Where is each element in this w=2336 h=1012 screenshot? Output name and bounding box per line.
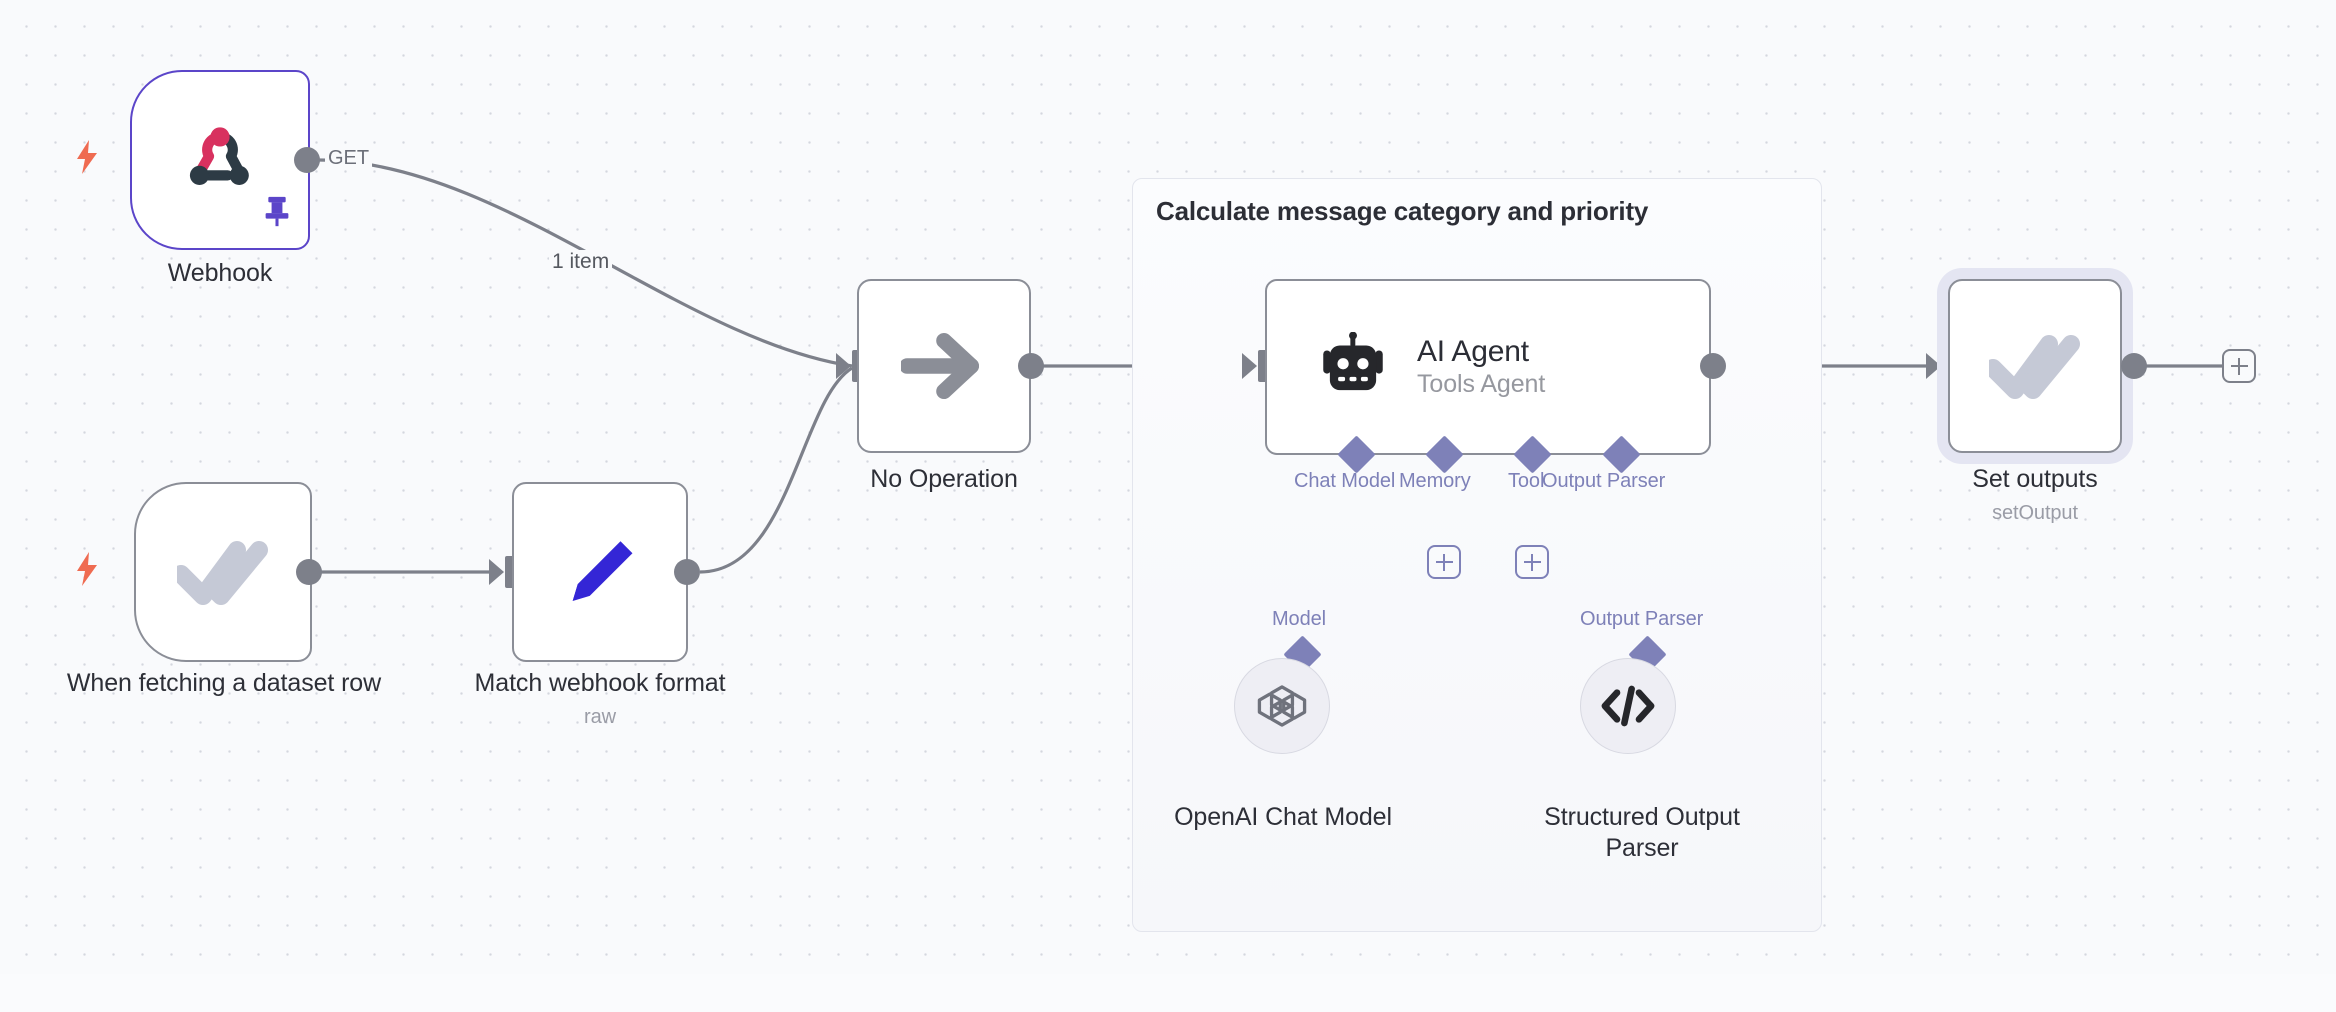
node-sublabel-set-outputs: setOutput xyxy=(1992,502,2078,524)
lightning-icon xyxy=(77,552,97,586)
node-webhook[interactable] xyxy=(130,70,310,250)
node-structured-output-parser[interactable] xyxy=(1580,658,1676,754)
double-check-icon xyxy=(1989,326,2081,406)
node-match-webhook-format[interactable] xyxy=(512,482,688,662)
input-arrow-no-operation xyxy=(836,353,851,379)
output-port-no-operation[interactable] xyxy=(1018,353,1044,379)
node-label-webhook: Webhook xyxy=(167,259,273,287)
pencil-icon xyxy=(559,531,641,613)
plus-vertical-bar xyxy=(1530,553,1534,571)
node-sublabel-ai-agent: Tools Agent xyxy=(1417,370,1546,399)
lightning-icon xyxy=(77,140,97,174)
node-label-ai-agent: AI Agent xyxy=(1417,334,1529,368)
output-port-match-webhook-format[interactable] xyxy=(674,559,700,585)
output-port-dataset-row[interactable] xyxy=(296,559,322,585)
code-brackets-icon xyxy=(1600,684,1656,728)
node-sublabel-match-webhook-format: raw xyxy=(584,706,616,728)
node-no-operation[interactable] xyxy=(857,279,1031,453)
node-label-no-operation: No Operation xyxy=(870,465,1018,493)
node-openai-chat-model[interactable] xyxy=(1234,658,1330,754)
edge-label-item-count: 1 item xyxy=(549,250,613,274)
port-label-output-parser: Output Parser xyxy=(1542,470,1666,492)
trigger-bolt-icon-dataset xyxy=(75,552,99,586)
node-label-structured-output-parser: Structured Output Parser xyxy=(1544,803,1740,862)
input-arrow-ai-agent xyxy=(1242,353,1257,379)
sub-port-label-model: Model xyxy=(1272,608,1326,630)
add-node-button[interactable] xyxy=(2222,349,2256,383)
add-tool-button[interactable] xyxy=(1515,545,1549,579)
openai-icon xyxy=(1255,679,1309,733)
pin-glyph xyxy=(265,196,289,227)
output-port-ai-agent[interactable] xyxy=(1700,353,1726,379)
output-port-set-outputs[interactable] xyxy=(2121,353,2147,379)
node-ai-agent[interactable]: AI Agent Tools Agent xyxy=(1265,279,1711,455)
node-when-fetching-dataset-row[interactable] xyxy=(134,482,312,662)
plus-vertical-bar xyxy=(2237,357,2241,375)
port-label-tool: Tool xyxy=(1508,470,1545,492)
node-label-openai-chat-model: OpenAI Chat Model xyxy=(1174,803,1392,831)
node-set-outputs[interactable] xyxy=(1948,279,2122,453)
double-check-icon xyxy=(177,532,269,612)
port-label-memory: Memory xyxy=(1399,470,1471,492)
group-title: Calculate message category and priority xyxy=(1156,196,1649,226)
output-port-webhook[interactable] xyxy=(294,147,320,173)
add-memory-button[interactable] xyxy=(1427,545,1461,579)
node-label-when-fetching-dataset-row: When fetching a dataset row xyxy=(66,669,382,697)
canvas-bottom-band xyxy=(0,974,2336,1012)
arrow-right-icon xyxy=(901,331,987,401)
port-label-chat-model: Chat Model xyxy=(1294,470,1396,492)
plus-vertical-bar xyxy=(1442,553,1446,571)
input-arrow-set-outputs xyxy=(1926,353,1941,379)
node-label-set-outputs: Set outputs xyxy=(1972,465,2098,493)
trigger-bolt-icon-webhook xyxy=(75,140,99,174)
sub-port-label-output-parser: Output Parser xyxy=(1580,608,1704,630)
pin-icon-webhook[interactable] xyxy=(264,195,290,232)
webhook-icon xyxy=(179,119,261,201)
node-label-match-webhook-format: Match webhook format xyxy=(474,669,726,697)
edge-label-get: GET xyxy=(325,147,373,170)
robot-icon xyxy=(1315,332,1391,402)
input-arrow-match-webhook-format xyxy=(489,559,504,585)
